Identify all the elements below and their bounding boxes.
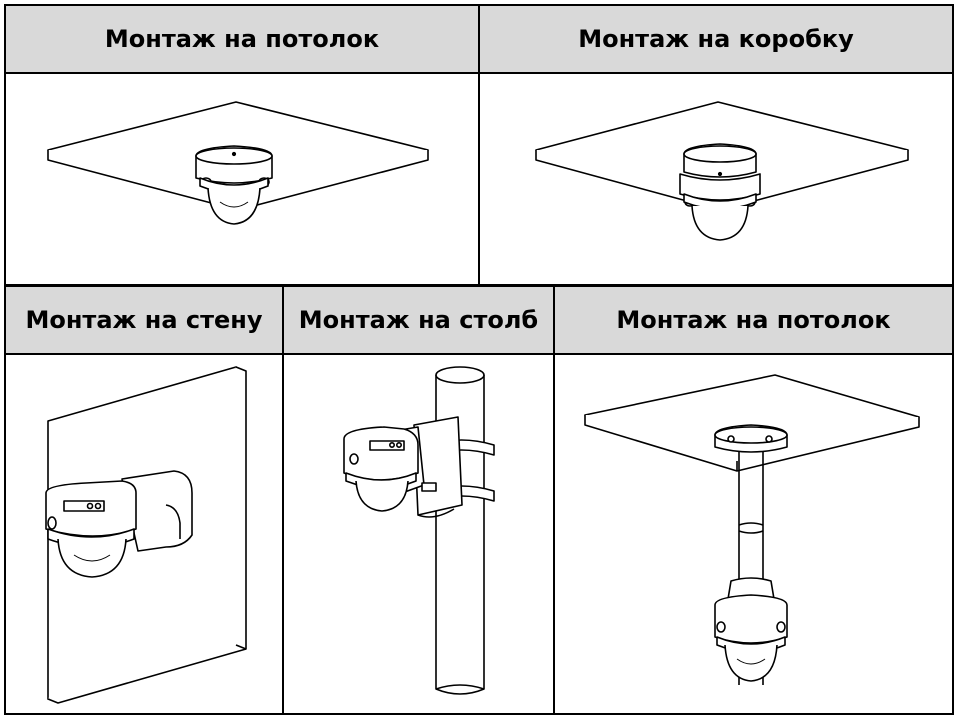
pendant-mount-illustration [584,374,920,685]
table-border-bottom [4,713,954,715]
header-pole-mount-label: Монтаж на столб [298,306,539,334]
header-wall-mount: Монтаж на стену [6,287,282,353]
header-box-mount: Монтаж на коробку [480,6,952,72]
row2-column-divider-2 [553,285,555,715]
table-border-right [952,4,954,715]
header-ceiling-mount: Монтаж на потолок [6,6,478,72]
header-wall-mount-label: Монтаж на стену [25,306,263,334]
header-box-mount-label: Монтаж на коробку [578,25,854,53]
table-border-left [4,4,6,715]
ceiling-mount-illustration [47,101,429,225]
pole-mount-cell [284,355,553,713]
header-ceiling-mount-label: Монтаж на потолок [104,25,380,53]
header-pole-mount: Монтаж на столб [284,287,553,353]
row1-column-divider [478,4,480,286]
pole-mount-illustration [343,366,495,695]
header-pendant-ceiling-mount: Монтаж на потолок [555,287,952,353]
wall-mount-cell [6,355,282,713]
row2-header-divider [4,353,954,355]
header-pendant-ceiling-mount-label: Монтаж на потолок [616,306,891,334]
box-mount-illustration [535,101,909,241]
box-mount-cell [480,74,952,284]
wall-mount-illustration [45,366,247,704]
ceiling-mount-cell [6,74,478,284]
row2-column-divider-1 [282,285,284,715]
pendant-mount-cell [555,355,952,713]
